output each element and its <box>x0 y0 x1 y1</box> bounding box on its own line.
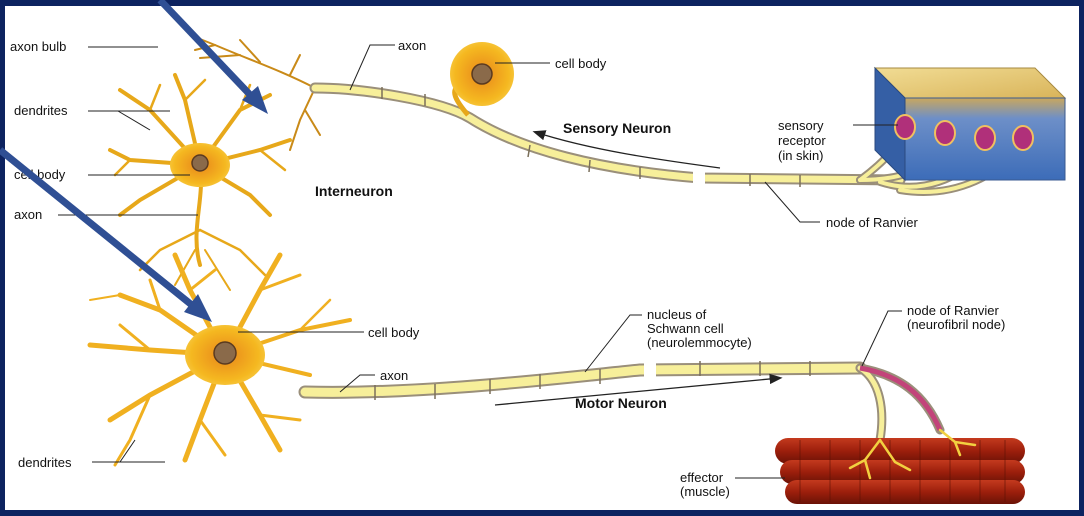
label-dendrites-top: dendrites <box>14 103 68 118</box>
label-node-ranvier-bottom-1: node of Ranvier <box>907 303 999 318</box>
label-sensory-receptor-3: (in skin) <box>778 148 824 163</box>
label-dendrites-bottom: dendrites <box>18 455 72 470</box>
interneuron-nucleus <box>192 155 208 171</box>
label-schwann-3: (neurolemmocyte) <box>647 335 752 350</box>
label-schwann-2: Schwann cell <box>647 321 724 336</box>
sensory-nucleus <box>472 64 492 84</box>
label-sensory-receptor-2: receptor <box>778 133 826 148</box>
motor-nucleus <box>214 342 236 364</box>
label-cell-body-sensory: cell body <box>555 56 607 71</box>
label-axon-bulb: axon bulb <box>10 39 66 54</box>
label-effector-1: effector <box>680 470 724 485</box>
label-cell-body-motor: cell body <box>368 325 420 340</box>
muscle-effector <box>775 430 1025 504</box>
motor-neuron: Motor Neuron <box>90 255 940 465</box>
label-motor-neuron: Motor Neuron <box>575 395 667 411</box>
label-axon-inter: axon <box>14 207 42 222</box>
label-node-ranvier-top: node of Ranvier <box>826 215 918 230</box>
label-effector-2: (muscle) <box>680 484 730 499</box>
labels: axon bulb dendrites cell body axon axon … <box>10 38 1005 499</box>
interneuron: Interneuron <box>110 35 393 290</box>
label-interneuron: Interneuron <box>315 183 393 199</box>
label-sensory-receptor-1: sensory <box>778 118 824 133</box>
label-axon-motor: axon <box>380 368 408 383</box>
label-node-ranvier-bottom-2: (neurofibril node) <box>907 317 1005 332</box>
skin-block <box>875 68 1065 180</box>
label-sensory-neuron: Sensory Neuron <box>563 120 671 136</box>
label-schwann-1: nucleus of <box>647 307 707 322</box>
label-axon-sensory: axon <box>398 38 426 53</box>
